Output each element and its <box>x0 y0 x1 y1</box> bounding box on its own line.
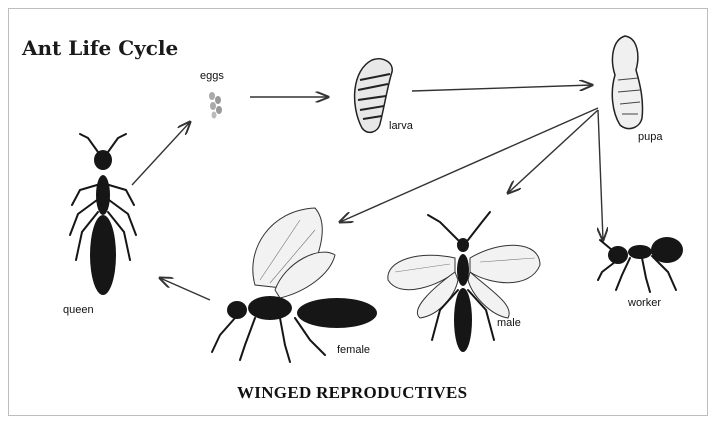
worker-label: worker <box>627 297 661 309</box>
winged-reproductives-caption: WINGED REPRODUCTIVES <box>237 383 467 402</box>
larva-label: larva <box>389 120 414 132</box>
male-label: male <box>497 317 521 329</box>
pupa-illustration <box>612 36 642 129</box>
eggs-illustration <box>209 92 222 119</box>
queen-illustration <box>70 134 136 295</box>
larva-illustration <box>355 59 393 133</box>
eggs-label: eggs <box>200 70 224 82</box>
arrow-female-to-queen <box>160 278 210 300</box>
pupa-label: pupa <box>638 131 663 143</box>
arrow-larva-to-pupa <box>412 85 592 91</box>
worker-illustration <box>598 237 683 292</box>
arrow-pupa-to-worker <box>598 110 603 240</box>
queen-label: queen <box>63 304 94 316</box>
diagram-title: Ant Life Cycle <box>21 36 178 60</box>
male-illustration <box>388 212 540 352</box>
female-label: female <box>337 344 370 356</box>
arrow-pupa-to-male <box>508 110 598 193</box>
arrow-queen-to-eggs <box>132 122 190 185</box>
female-illustration <box>212 208 377 362</box>
